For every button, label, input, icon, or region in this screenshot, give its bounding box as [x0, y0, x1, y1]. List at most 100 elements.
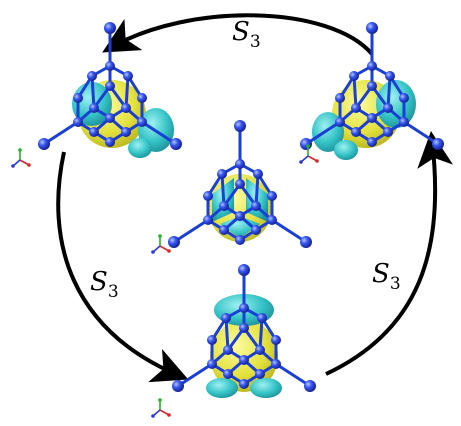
bond — [258, 316, 264, 352]
atom — [235, 159, 245, 169]
atom — [335, 117, 345, 127]
atom — [105, 61, 115, 71]
atom — [105, 81, 115, 91]
z-axis-tip — [11, 164, 15, 168]
op-label-right: S3 — [372, 259, 401, 294]
atom — [207, 359, 217, 369]
bond — [124, 74, 130, 110]
atom-terminal — [366, 22, 378, 34]
bond — [90, 74, 96, 110]
atom-terminal — [38, 138, 50, 150]
bond-arm — [275, 362, 311, 388]
bond — [254, 172, 260, 208]
atom-terminal — [300, 236, 312, 248]
cyan-lobe — [128, 138, 152, 158]
bond-arm — [177, 362, 213, 388]
atom — [239, 323, 249, 333]
atom — [251, 201, 261, 211]
atom — [239, 355, 249, 365]
atom — [219, 201, 229, 211]
arrow-right — [325, 131, 454, 376]
atom — [255, 369, 265, 379]
atom — [217, 169, 227, 179]
atom-terminal — [300, 138, 312, 150]
atom — [349, 71, 359, 81]
atom — [221, 313, 231, 323]
y-axis-tip — [158, 398, 162, 402]
atom — [271, 359, 281, 369]
atom — [223, 369, 233, 379]
orbital-lobes — [72, 80, 174, 158]
atom — [367, 81, 377, 91]
x-axis-tip — [167, 249, 171, 253]
cyan-lobe — [376, 80, 416, 128]
z-axis-tip — [299, 160, 303, 164]
atoms — [38, 22, 182, 150]
atom — [121, 127, 131, 137]
atom — [89, 103, 99, 113]
z-axis-tip — [151, 414, 155, 418]
atom — [383, 127, 393, 137]
bond-arm — [305, 120, 341, 146]
atom — [235, 235, 245, 245]
x-axis-tip — [27, 163, 31, 167]
atom — [73, 93, 83, 103]
atom — [253, 169, 263, 179]
atom — [121, 103, 131, 113]
bond-arm — [141, 120, 177, 146]
atom-terminal — [432, 138, 444, 150]
atom — [203, 191, 213, 201]
atom-terminal — [104, 22, 116, 34]
bond — [220, 172, 226, 208]
molecule-center — [168, 120, 312, 248]
atoms — [168, 120, 312, 248]
bond — [386, 74, 392, 110]
atom — [123, 71, 133, 81]
atom — [385, 71, 395, 81]
atom — [235, 179, 245, 189]
atoms — [300, 22, 444, 150]
bond — [224, 316, 230, 352]
atom — [105, 137, 115, 147]
atom-terminal — [170, 138, 182, 150]
y-axis-tip — [306, 144, 310, 148]
cyan-lobe — [250, 378, 282, 398]
bond-arm — [43, 120, 79, 146]
atom-terminal — [304, 380, 316, 392]
atom — [367, 61, 377, 71]
atom-terminal — [172, 380, 184, 392]
atom-terminal — [234, 120, 246, 132]
atom — [251, 225, 261, 235]
molecule-top-left — [38, 22, 182, 158]
molecule-bottom — [172, 264, 316, 398]
cyan-lobe — [206, 378, 238, 398]
atom — [267, 215, 277, 225]
cyan-lobe — [334, 140, 358, 160]
atom — [257, 313, 267, 323]
axis-triad — [151, 234, 171, 254]
atom — [399, 117, 409, 127]
atom — [87, 71, 97, 81]
atoms — [172, 264, 316, 392]
z-axis-tip — [151, 250, 155, 254]
atom — [255, 345, 265, 355]
atom — [399, 93, 409, 103]
axis-triads — [11, 144, 319, 418]
molecule-top-right — [300, 22, 444, 160]
atom — [271, 335, 281, 345]
atom — [203, 215, 213, 225]
atom — [73, 117, 83, 127]
atom — [219, 225, 229, 235]
atom-terminal — [168, 236, 180, 248]
cycle-arrows — [56, 13, 454, 383]
bond-arm — [271, 218, 307, 244]
atom — [235, 211, 245, 221]
atom — [223, 345, 233, 355]
atom — [239, 303, 249, 313]
cyan-lobe — [220, 216, 260, 238]
op-label-top: S3 — [232, 17, 261, 52]
atom — [137, 93, 147, 103]
atom — [383, 103, 393, 113]
atom — [351, 127, 361, 137]
